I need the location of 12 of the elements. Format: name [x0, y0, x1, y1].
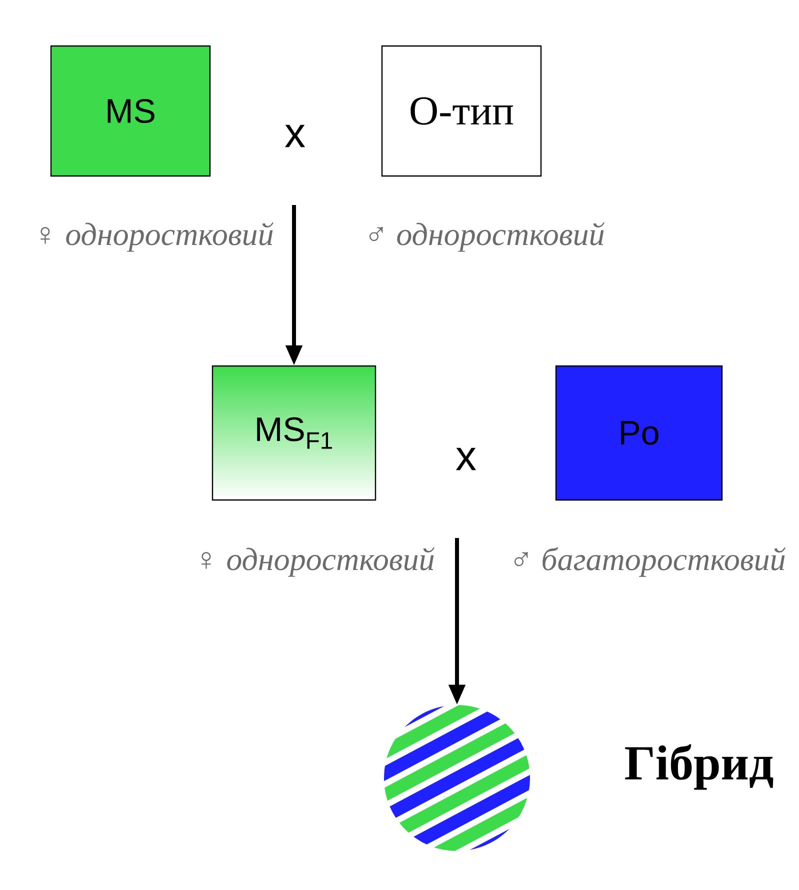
hybrid-box: MS$_{F1}$	[212, 365, 376, 501]
cross-sign: x	[456, 448, 476, 470]
globe-picture	[384, 705, 530, 851]
sex-label: ♀ одноростковий	[40, 222, 274, 252]
sex-label: ♂ одноростковий	[369, 222, 604, 252]
parent-box: О-тип	[381, 45, 542, 177]
sex-label: ♀ одноростковий	[202, 547, 434, 577]
parent-box: Po	[555, 365, 723, 501]
cross-sign: x	[284, 124, 306, 148]
sex-label: ♂ багаторостковий	[514, 547, 786, 577]
caption-text: Гібрид	[625, 744, 774, 790]
parent-box: MS	[50, 45, 211, 177]
